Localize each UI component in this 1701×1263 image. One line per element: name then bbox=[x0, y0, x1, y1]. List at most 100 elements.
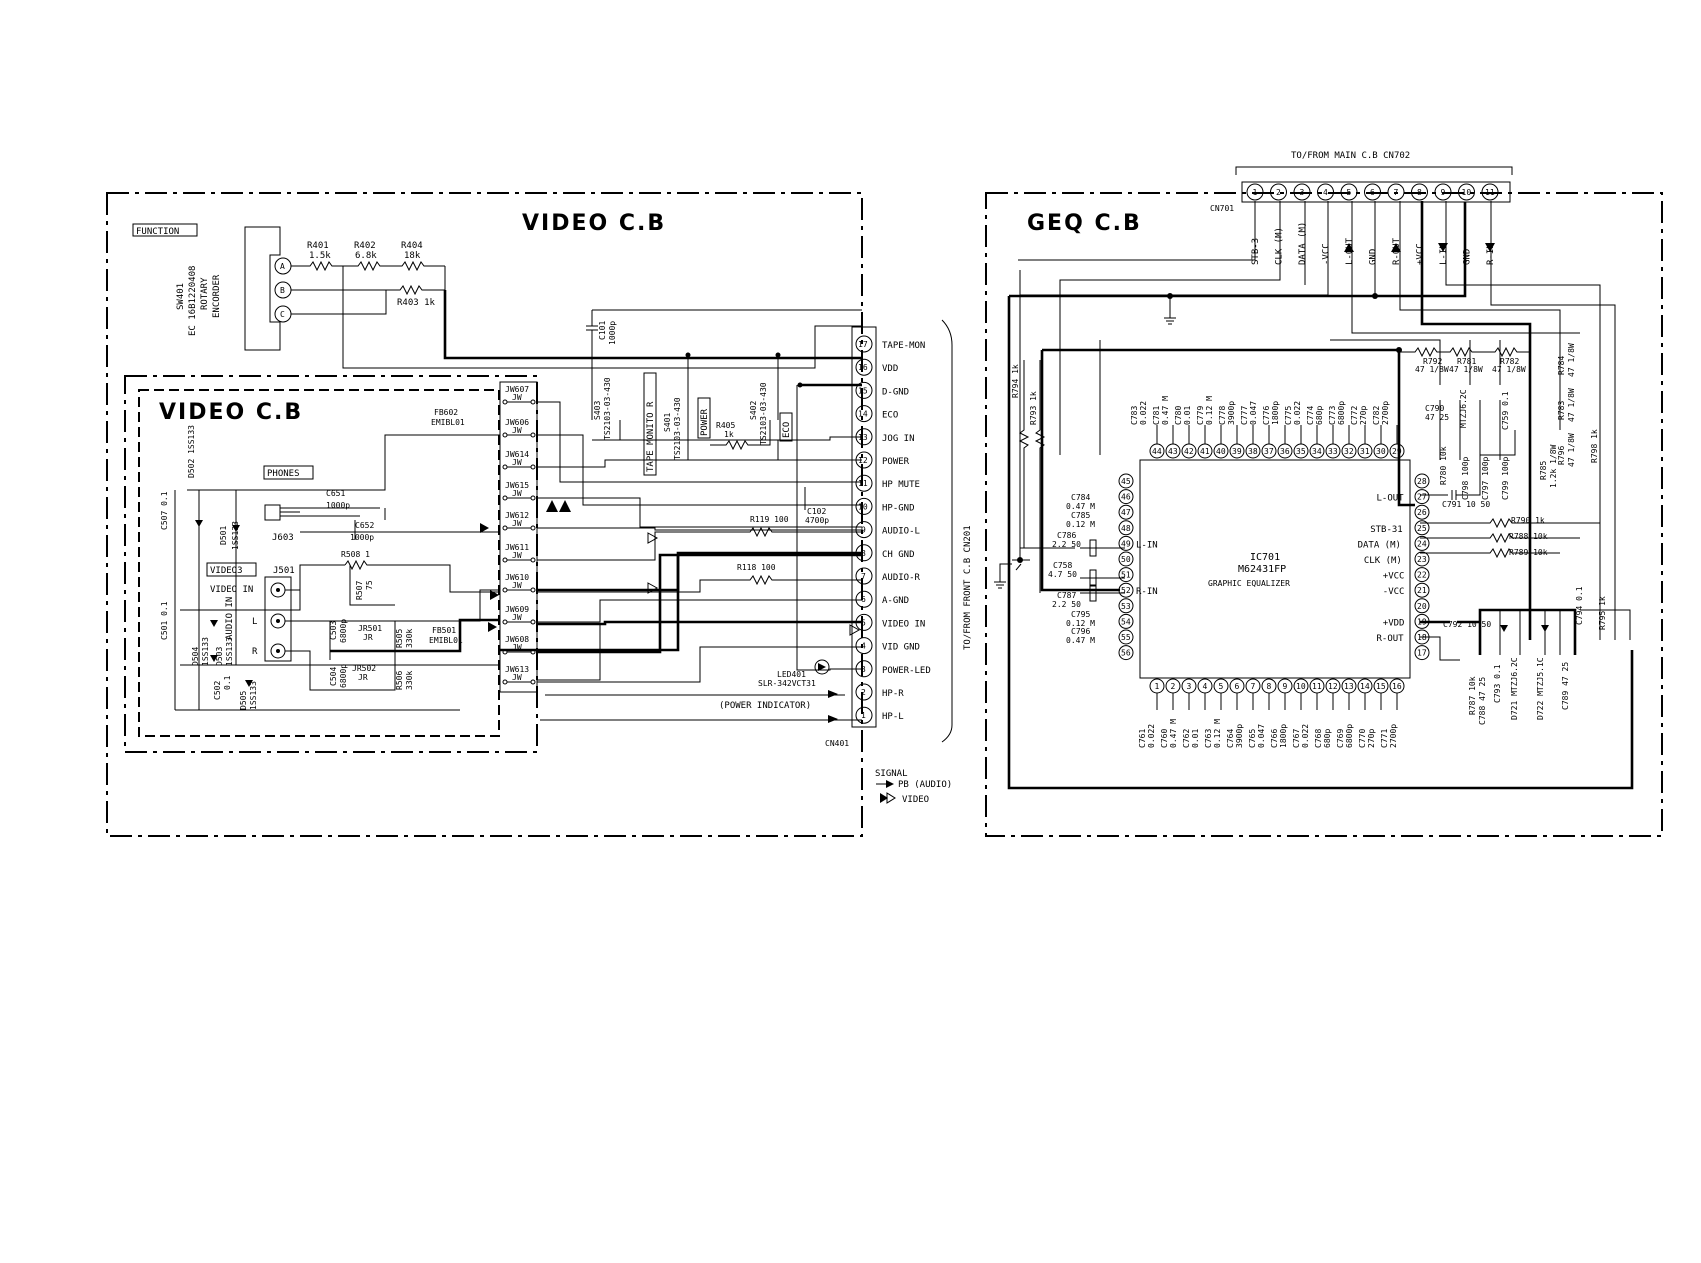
cn401-pin-name: AUDIO-R bbox=[882, 573, 921, 583]
svg-text:SIGNAL: SIGNAL bbox=[875, 769, 908, 779]
svg-text:R119 100: R119 100 bbox=[750, 515, 789, 524]
switches: C101 1000p S403 TS2103-03-430 TAPE MONIT… bbox=[586, 309, 862, 476]
cn701-pin-number: 11 bbox=[1485, 188, 1495, 197]
cap-value: 3900p bbox=[1235, 724, 1244, 748]
ic-pin-number: 3 bbox=[1187, 682, 1192, 691]
cap-value: 680p bbox=[1323, 729, 1332, 748]
cn401-pin-circle bbox=[855, 451, 873, 469]
svg-text:S402: S402 bbox=[749, 401, 758, 420]
cap-ref: C770 bbox=[1358, 729, 1367, 748]
svg-text:R507: R507 bbox=[355, 581, 364, 600]
cap-ref: C780 bbox=[1174, 406, 1183, 425]
ic-pin-number: 15 bbox=[1376, 682, 1386, 691]
cn401-pin-name: POWER-LED bbox=[882, 666, 931, 676]
svg-text:TS2103-03-430: TS2103-03-430 bbox=[759, 382, 768, 445]
video-cb-board: VIDEO C.B VIDEO C.B FUNCTION SW401 EC 16… bbox=[106, 192, 973, 837]
svg-text:MTZJ6.2C: MTZJ6.2C bbox=[1459, 389, 1468, 428]
cn401-pin-name: CH GND bbox=[882, 550, 915, 560]
svg-text:C799 100p: C799 100p bbox=[1501, 456, 1510, 500]
function-label: FUNCTION bbox=[136, 227, 179, 237]
svg-text:1.5k: 1.5k bbox=[309, 251, 331, 261]
svg-text:C792 10 50: C792 10 50 bbox=[1443, 620, 1491, 629]
cn701-pin-name: GND bbox=[1369, 249, 1379, 265]
encoder-body bbox=[244, 226, 281, 351]
svg-text:2.2 50: 2.2 50 bbox=[1052, 600, 1081, 609]
lower-diodes: C501 0.1 D504 1SS133 D503 1SS133 C502 0.… bbox=[160, 601, 258, 710]
protection-diodes: C507 0.1 D502 1SS133 D501 1SS133 bbox=[160, 425, 460, 711]
svg-text:C798 100p: C798 100p bbox=[1461, 456, 1470, 500]
svg-text:D502 1SS133: D502 1SS133 bbox=[187, 425, 196, 478]
ic-pin-number: 56 bbox=[1121, 649, 1131, 658]
cn401-pin-number: 4 bbox=[861, 642, 866, 651]
cap-ref: C763 bbox=[1204, 729, 1213, 748]
svg-text:1000p: 1000p bbox=[350, 533, 374, 542]
svg-text:GRAPHIC EQUALIZER: GRAPHIC EQUALIZER bbox=[1208, 579, 1290, 588]
svg-text:47 1/8W: 47 1/8W bbox=[1449, 365, 1483, 374]
cn401-pin-circle bbox=[855, 405, 873, 423]
cap-value: 0.022 bbox=[1293, 401, 1302, 425]
ic-pin-number: 9 bbox=[1283, 682, 1288, 691]
encoder-pins: A B C bbox=[274, 257, 292, 323]
svg-text:R794 1k: R794 1k bbox=[1011, 364, 1020, 398]
cn701-pin-circle bbox=[1434, 183, 1452, 201]
function-label-box bbox=[132, 223, 198, 237]
svg-text:D504: D504 bbox=[191, 647, 200, 666]
cn701-pin-circle bbox=[1411, 183, 1428, 201]
geq-cb-border bbox=[985, 192, 1663, 837]
svg-text:R798 1k: R798 1k bbox=[1590, 429, 1599, 463]
ic-pin-name: R-IN bbox=[1136, 587, 1158, 597]
svg-text:C790: C790 bbox=[1425, 404, 1444, 413]
video-cb-inner-title: VIDEO C.B bbox=[159, 400, 303, 425]
svg-text:J501: J501 bbox=[273, 566, 295, 576]
svg-text:JR: JR bbox=[363, 633, 373, 642]
cn701-pin-circle bbox=[1270, 183, 1287, 201]
svg-text:R118 100: R118 100 bbox=[737, 563, 776, 572]
geq-cb-board: GEQ C.B TO/FROM MAIN C.B CN702 CN701 1ST… bbox=[985, 151, 1663, 837]
cn401-pin-number: 16 bbox=[858, 363, 868, 372]
geq-cb-title: GEQ C.B bbox=[1027, 211, 1142, 236]
cap-ref: C779 bbox=[1196, 406, 1205, 425]
svg-text:R404: R404 bbox=[401, 241, 423, 251]
jumper-sub: JW bbox=[512, 551, 522, 560]
svg-text:1k: 1k bbox=[724, 430, 734, 439]
cap-ref: C760 bbox=[1160, 729, 1169, 748]
cap-ref: C783 bbox=[1130, 406, 1139, 425]
cap-ref: C775 bbox=[1284, 406, 1293, 425]
cn401-pin-number: 7 bbox=[861, 572, 866, 581]
video-cb-inner-border-2 bbox=[138, 389, 500, 737]
cap-ref: C772 bbox=[1350, 406, 1359, 425]
jumper-sub: JW bbox=[512, 489, 522, 498]
svg-text:TAPE MONITO R: TAPE MONITO R bbox=[646, 401, 656, 472]
encoder-resistors: R401 1.5k R402 6.8k R404 18k R403 1k bbox=[291, 241, 862, 369]
cn701-pin-circle bbox=[1364, 183, 1381, 201]
svg-text:C503: C503 bbox=[329, 621, 338, 640]
svg-text:R506: R506 bbox=[395, 671, 404, 690]
cn401-pin-number: 3 bbox=[861, 665, 866, 674]
cap-value: 0.047 bbox=[1249, 401, 1258, 425]
ic-left-capacitors: C784 0.47 M C785 0.12 M C786 2.2 50 C758… bbox=[1048, 493, 1125, 645]
jumper-column: JW607JWJW606JWJW614JWJW615JWJW612JWJW611… bbox=[499, 381, 538, 693]
svg-text:0.12 M: 0.12 M bbox=[1066, 520, 1095, 529]
svg-text:TS2103-03-430: TS2103-03-430 bbox=[673, 397, 682, 460]
jumper-sub: JW bbox=[512, 426, 522, 435]
cn701-pin-circle bbox=[1293, 183, 1311, 201]
svg-text:PB (AUDIO): PB (AUDIO) bbox=[898, 780, 952, 790]
svg-text:PHONES: PHONES bbox=[267, 469, 300, 479]
svg-text:C507 0.1: C507 0.1 bbox=[160, 491, 169, 530]
cap-value: 0.022 bbox=[1147, 724, 1156, 748]
svg-text:47 1/8W: 47 1/8W bbox=[1567, 433, 1576, 467]
ic-pin-number: 52 bbox=[1121, 586, 1131, 595]
right-components: R792 47 1/8W R781 47 1/8W R782 47 1/8W C… bbox=[1400, 343, 1631, 725]
cn401-pin-number: 13 bbox=[858, 433, 868, 442]
cap-ref: C781 bbox=[1152, 406, 1161, 425]
cap-value: 680p bbox=[1315, 406, 1324, 425]
cn401-pin-number: 8 bbox=[861, 549, 866, 558]
svg-text:JR: JR bbox=[358, 673, 368, 682]
svg-text:C759 0.1: C759 0.1 bbox=[1501, 391, 1510, 430]
svg-text:330k: 330k bbox=[405, 671, 414, 690]
svg-text:0.47 M: 0.47 M bbox=[1066, 502, 1095, 511]
ic-pin-number: 53 bbox=[1121, 602, 1131, 611]
cn401-pin-number: 11 bbox=[858, 479, 868, 488]
cn401-pin-name: A-GND bbox=[882, 596, 909, 606]
ic-pin-number: 6 bbox=[1235, 682, 1240, 691]
